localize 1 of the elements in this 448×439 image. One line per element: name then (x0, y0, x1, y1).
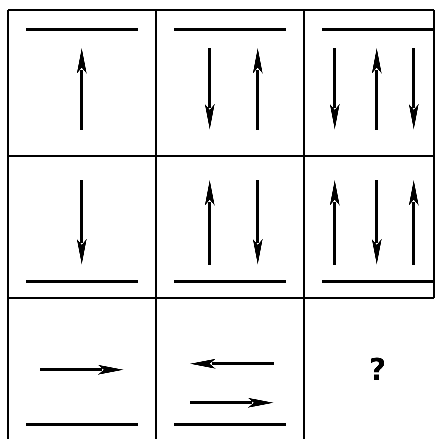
question-mark: ? (369, 356, 386, 386)
